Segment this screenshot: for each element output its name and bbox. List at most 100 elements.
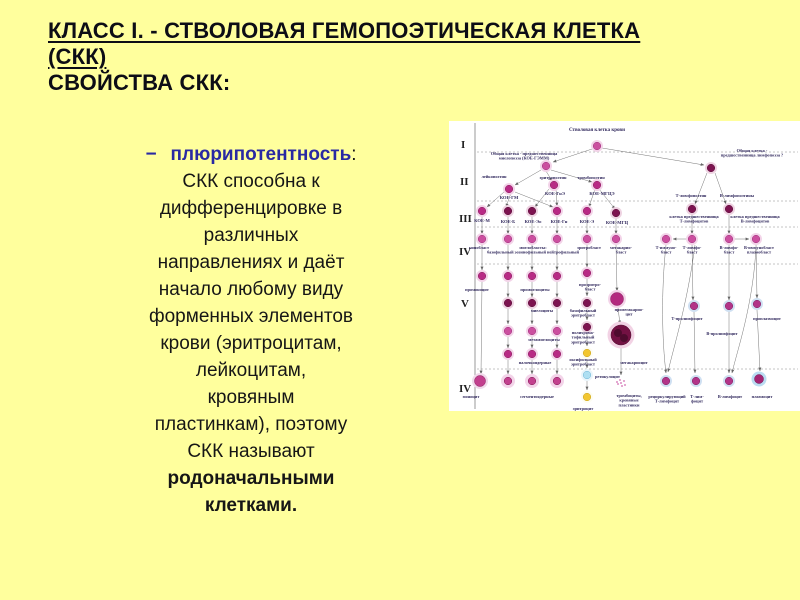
cell-node	[527, 298, 537, 308]
title-line-1: КЛАСС I. - СТВОЛОВАЯ ГЕМОПОЭТИЧЕСКАЯ КЛЕ…	[48, 18, 641, 43]
cell-node	[661, 234, 671, 244]
cell-node	[527, 326, 537, 336]
diagram-curved-arrow	[731, 246, 757, 374]
diagram-arrow	[514, 191, 554, 208]
class-roman-numeral: IV	[459, 383, 471, 395]
cell-node	[552, 349, 562, 359]
diagram-arrow	[617, 307, 622, 325]
cell-node	[687, 234, 697, 244]
diagram-label: эритропоэтин	[539, 175, 567, 180]
platelet-dot	[620, 382, 622, 384]
diagram-arrow	[598, 188, 616, 210]
diagram-label: КОЕ-ГнЭ	[545, 191, 565, 196]
cell-node	[706, 163, 716, 173]
cell-node	[503, 349, 513, 359]
cell-node	[477, 234, 487, 244]
cell-node	[549, 180, 559, 190]
cell-node	[582, 234, 592, 244]
bullet-term: плюрипотентность	[170, 144, 352, 165]
diagram-label: тромбопоэтин	[577, 175, 605, 180]
cell-node	[687, 204, 697, 214]
diagram-label: моноцит	[463, 394, 481, 399]
diagram-label: проэритро-бласт	[579, 282, 601, 292]
cell-node	[582, 268, 592, 278]
cell-node	[582, 348, 592, 358]
diagram-label: палочкоядерные	[519, 360, 552, 365]
cell-node	[504, 184, 514, 194]
bullet-dash: −	[145, 144, 157, 165]
cell-node	[754, 374, 764, 384]
diagram-label: промегакарио-цит	[615, 307, 644, 317]
diagram-arrow	[615, 243, 619, 292]
cell-node	[752, 299, 762, 309]
diagram-label: ретикулоцит	[595, 374, 621, 379]
diagram-label: В-лимфоцит	[718, 394, 743, 399]
diagram-label: промиелоциты	[520, 287, 550, 292]
diagram-label: КОЕ-Э	[580, 219, 595, 224]
diagram-label: миелобласты:базофильный эозинофильный не…	[487, 245, 580, 255]
diagram-arrow	[588, 188, 596, 208]
diagram-label: эритроцит	[573, 406, 594, 411]
bullet-bold-ending: родоначальными клетками.	[167, 468, 335, 516]
diagram-arrow	[552, 148, 593, 163]
cell-node	[611, 208, 621, 218]
diagram-label: Общая клетка -предшественница лимфопоэза…	[721, 148, 783, 158]
platelet-dot	[621, 385, 623, 387]
diagram-arrow	[755, 243, 759, 299]
platelet-dot	[617, 383, 619, 385]
cell-node	[552, 298, 562, 308]
diagram-arrow	[545, 170, 553, 182]
cell-node	[582, 206, 592, 216]
diagram-label: мегакарио-бласт	[610, 245, 633, 255]
diagram-label: КОЕ-Б	[501, 219, 515, 224]
cell-node	[661, 376, 671, 386]
cell-node	[552, 206, 562, 216]
platelet-dot	[624, 384, 626, 386]
diagram-arrow	[555, 188, 559, 207]
diagram-label: В-лимфо-бласт	[720, 245, 739, 255]
class-roman-numeral: III	[459, 213, 472, 225]
diagram-arrow	[601, 147, 705, 166]
cell-node	[552, 326, 562, 336]
diagram-label: мегакариоцит	[620, 360, 648, 365]
cell-node	[691, 376, 701, 386]
cell-node	[592, 141, 602, 151]
diagram-label: КОЕ-Гн	[551, 219, 568, 224]
diagram-arrow	[691, 243, 695, 301]
cell-node	[552, 234, 562, 244]
cell-node	[724, 204, 734, 214]
cell-node	[592, 180, 602, 190]
diagram-label: монобласт	[469, 245, 490, 250]
diagram-label: Т-лим-фоцит	[690, 394, 704, 404]
diagram-label: промоноцит	[465, 287, 490, 292]
cell-node	[751, 234, 761, 244]
diagram-label: КОЕ-МГЦ	[606, 220, 629, 225]
diagram-label: проплазмоцит	[753, 316, 782, 321]
cell-node	[527, 234, 537, 244]
platelet-dot	[616, 381, 618, 383]
cell-node	[582, 392, 592, 402]
cell-nucleus-lobe	[620, 334, 628, 342]
diagram-label: КОЕ-ГМ	[500, 195, 519, 200]
diagram-label: КОЕ-Эо	[525, 219, 542, 224]
cell-node	[689, 301, 699, 311]
diagram-arrow	[505, 192, 512, 208]
title-line-3: СВОЙСТВА СКК:	[48, 70, 231, 95]
platelet-dot	[619, 379, 621, 381]
cell-node	[582, 370, 592, 380]
diagram-arrow	[694, 172, 708, 205]
diagram-label: В-пролимфоцит	[706, 331, 738, 336]
cell-node	[541, 161, 551, 171]
diagram-label: миелоциты	[531, 308, 554, 313]
diagram-label: Стволовая клетка крови	[569, 128, 625, 133]
diagram-arrow	[514, 169, 542, 186]
cell-node	[477, 271, 487, 281]
diagram-curved-arrow	[667, 244, 696, 373]
diagram-label: КОЕ-МГЦЭ	[589, 191, 614, 196]
